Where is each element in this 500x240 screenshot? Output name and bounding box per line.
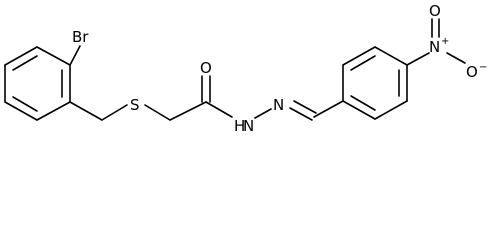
bond-ring1-1 [4,46,38,66]
bond-ch-ring [313,100,344,118]
bond-ring1-5 [4,101,38,121]
atom-h: H [234,117,245,135]
atom-br: Br [72,28,89,46]
bond-n-ch-1 [289,107,313,121]
bond-ch2-co [169,101,207,121]
atom-s: S [130,96,140,114]
bond-ring-n-nitro [406,52,430,66]
molecule-structure: Br S O H N N N + O O − [4,2,487,135]
bond-ring2-inner-a [350,55,376,71]
atom-o-carbonyl: O [200,59,212,77]
bond-ring2-6 [342,100,376,120]
bond-s-ch2 [144,104,171,121]
atom-labels: Br S O H N N N + O O − [72,2,487,135]
atom-n-hydrazide: N [243,117,254,135]
bond-ring2-2 [342,46,376,66]
bond-ring1-2 [36,46,71,66]
bond-ch2-s [101,104,128,121]
charge-minus: − [479,62,487,73]
atom-o-nitro-top: O [429,2,441,20]
bond-ring1-4 [36,101,71,121]
bond-ring2-inner-c [350,95,376,111]
bond-n-ch-2 [293,100,317,114]
atom-n-nitro: N [429,38,440,56]
bond-ring-ch2 [69,101,103,121]
bond-n-o-right [446,52,466,64]
bond-n-n [254,108,272,119]
atom-o-nitro-right: O [466,63,478,81]
atom-n-imine: N [273,96,284,114]
bond-ring2-5 [374,100,408,120]
bond-ring1-inner-a [12,55,38,71]
bond-ring1-inner-c [12,96,38,112]
bond-c-br [69,45,81,66]
bonds [4,18,466,121]
bond-ring2-3 [374,46,408,66]
charge-plus: + [441,36,449,47]
bond-c-n [205,101,233,118]
